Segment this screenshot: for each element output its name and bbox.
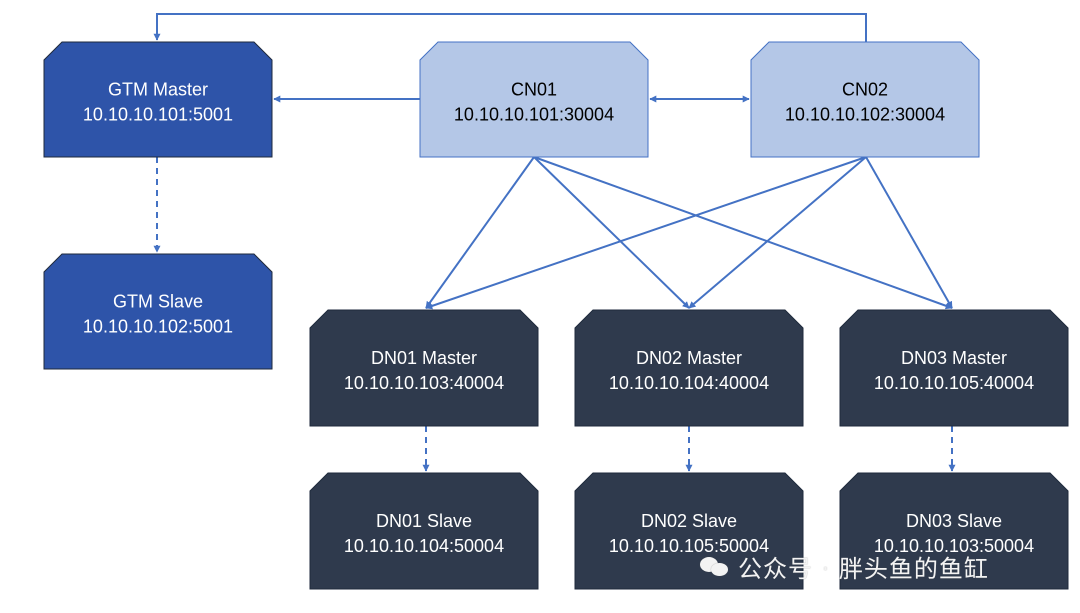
dn01-master-shape bbox=[309, 309, 539, 427]
gtm-master-node: GTM Master 10.10.10.101:5001 bbox=[43, 41, 273, 158]
dn02-slave-shape bbox=[574, 472, 804, 590]
dn03-master-node: DN03 Master 10.10.10.105:40004 bbox=[839, 309, 1069, 427]
cn02-node: CN02 10.10.10.102:30004 bbox=[750, 41, 980, 158]
gtm-slave-name: GTM Slave bbox=[113, 292, 203, 312]
dn02-slave-name: DN02 Slave bbox=[641, 511, 737, 531]
dn02-master-address: 10.10.10.104:40004 bbox=[609, 373, 769, 393]
dn01-slave-address: 10.10.10.104:50004 bbox=[344, 536, 504, 556]
edge-cn02-to-dn02-master bbox=[688, 156, 867, 309]
gtm-slave-node: GTM Slave 10.10.10.102:5001 bbox=[43, 253, 273, 370]
cn02-shape bbox=[750, 41, 980, 158]
gtm-master-shape bbox=[43, 41, 273, 158]
dn01-slave-shape bbox=[309, 472, 539, 590]
gtm-slave-shape bbox=[43, 253, 273, 370]
watermark: 公众号 · 胖头鱼的鱼缸 bbox=[700, 548, 989, 584]
dn01-slave-name: DN01 Slave bbox=[376, 511, 472, 531]
dn02-master-name: DN02 Master bbox=[636, 348, 742, 368]
dn02-slave-node: DN02 Slave 10.10.10.105:50004 bbox=[574, 472, 804, 590]
edge-cn01-to-dn02-master bbox=[533, 156, 690, 309]
dn03-master-address: 10.10.10.105:40004 bbox=[874, 373, 1034, 393]
dn02-slave-address: 10.10.10.105:50004 bbox=[609, 536, 769, 556]
edge-cn02-to-dn01-master bbox=[425, 156, 867, 310]
cn01-node: CN01 10.10.10.101:30004 bbox=[419, 41, 649, 158]
edge-cn01-to-dn03-master bbox=[533, 156, 953, 310]
cn02-address: 10.10.10.102:30004 bbox=[785, 105, 945, 125]
wechat-icon bbox=[700, 555, 730, 577]
cn01-shape bbox=[419, 41, 649, 158]
dn01-master-name: DN01 Master bbox=[371, 348, 477, 368]
dn02-master-node: DN02 Master 10.10.10.104:40004 bbox=[574, 309, 804, 427]
dn01-master-node: DN01 Master 10.10.10.103:40004 bbox=[309, 309, 539, 427]
dn03-master-shape bbox=[839, 309, 1069, 427]
watermark-text: 公众号 · 胖头鱼的鱼缸 bbox=[738, 554, 989, 583]
edge-cn02-to-dn03-master bbox=[865, 156, 953, 309]
connections bbox=[153, 13, 956, 472]
edge-cn01-to-dn01-master bbox=[425, 156, 535, 309]
dn02-master-shape bbox=[574, 309, 804, 427]
cn02-name: CN02 bbox=[842, 80, 888, 100]
dn03-master-name: DN03 Master bbox=[901, 348, 1007, 368]
edge-cn02-to-gtm-master bbox=[153, 13, 867, 42]
cn01-address: 10.10.10.101:30004 bbox=[454, 105, 614, 125]
dn03-slave-name: DN03 Slave bbox=[906, 511, 1002, 531]
dn01-slave-node: DN01 Slave 10.10.10.104:50004 bbox=[309, 472, 539, 590]
gtm-master-address: 10.10.10.101:5001 bbox=[83, 105, 233, 125]
dn03-slave-node: DN03 Slave 10.10.10.103:50004 bbox=[839, 472, 1069, 590]
dn03-slave-address: 10.10.10.103:50004 bbox=[874, 536, 1034, 556]
dn01-master-address: 10.10.10.103:40004 bbox=[344, 373, 504, 393]
gtm-master-name: GTM Master bbox=[108, 80, 208, 100]
cn01-name: CN01 bbox=[511, 80, 557, 100]
gtm-slave-address: 10.10.10.102:5001 bbox=[83, 317, 233, 337]
dn03-slave-shape bbox=[839, 472, 1069, 590]
